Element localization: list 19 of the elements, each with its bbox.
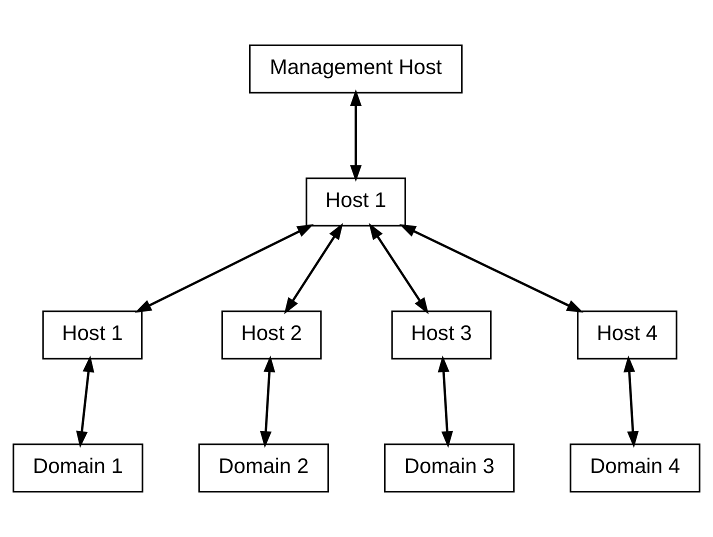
node-box: Host 1 [306, 178, 406, 226]
arrow [399, 224, 584, 313]
node-box: Host 3 [391, 310, 492, 360]
node-box: Host 2 [221, 310, 322, 360]
node-box: Domain 4 [570, 444, 700, 493]
arrow [134, 224, 314, 313]
node-box: Domain 3 [384, 444, 515, 493]
node-box: Host 1 [42, 310, 143, 360]
node-box: Domain 1 [12, 444, 144, 493]
node-box: Management Host [249, 44, 463, 94]
arrow [438, 355, 454, 448]
arrow [76, 355, 94, 448]
node-box: Host 4 [576, 310, 678, 360]
arrow [368, 223, 429, 314]
node-box: Domain 2 [198, 444, 329, 493]
arrow [350, 89, 362, 182]
arrow [624, 355, 639, 448]
arrow [260, 355, 276, 448]
arrow [284, 223, 344, 314]
